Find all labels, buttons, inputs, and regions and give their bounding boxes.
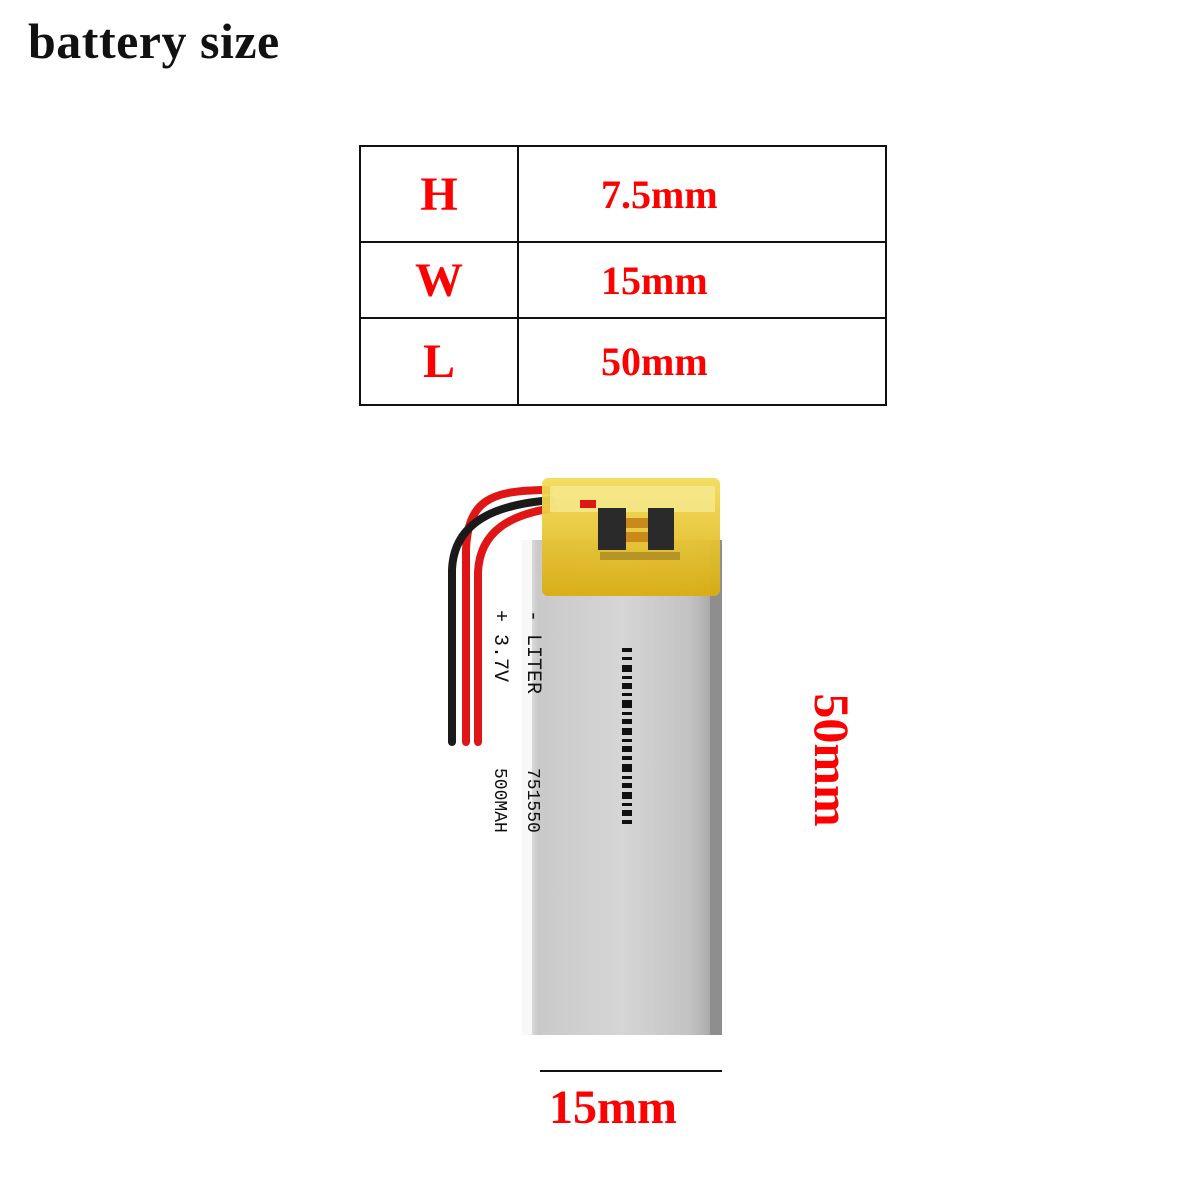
- battery-label-line1: - LITER: [521, 610, 544, 694]
- table-row: L 50mm: [359, 317, 887, 406]
- table-row: H 7.5mm: [359, 145, 887, 243]
- length-label: 50mm: [804, 693, 860, 827]
- barcode: [622, 648, 632, 824]
- black-wire: [448, 496, 556, 746]
- dimension-key: H: [359, 145, 519, 243]
- battery-photo: - LITER + 3.7V 751550 500MAH: [448, 478, 722, 1072]
- battery-model: 751550: [522, 768, 542, 833]
- dimension-value: 7.5mm: [517, 145, 887, 243]
- pcb-chip: [598, 508, 626, 550]
- table-row: W 15mm: [359, 241, 887, 319]
- page-title: battery size: [28, 13, 280, 69]
- dimension-key: L: [359, 317, 519, 406]
- battery-capacity: 500MAH: [489, 768, 509, 833]
- battery-label-line2: + 3.7V: [488, 610, 511, 682]
- dimensions-table: H 7.5mm W 15mm L 50mm: [359, 145, 887, 406]
- dimension-value: 15mm: [517, 241, 887, 319]
- width-label: 15mm: [549, 1081, 677, 1134]
- red-wire: [462, 486, 554, 746]
- red-wire-2: [474, 504, 558, 746]
- dimension-key: W: [359, 241, 519, 319]
- dimension-value: 50mm: [517, 317, 887, 406]
- pcb-chip: [648, 508, 674, 550]
